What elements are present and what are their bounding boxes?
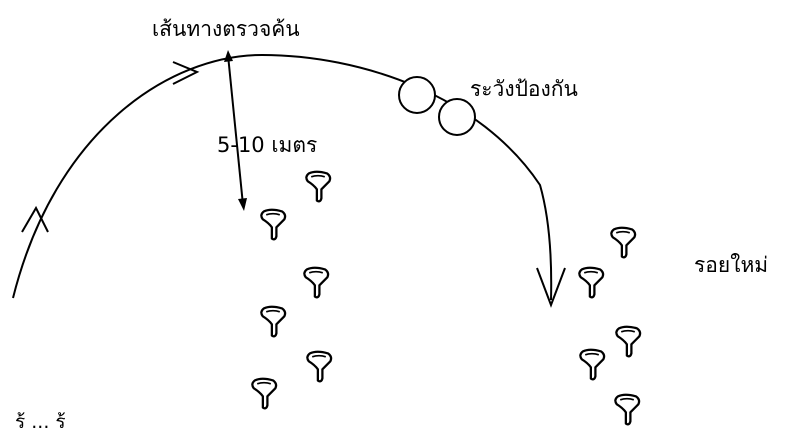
- footprint-icon: [303, 266, 330, 299]
- guard-label: ระวังป้องกัน: [470, 77, 578, 101]
- direction-arrow-icon: [21, 205, 49, 233]
- footprint-icon: [260, 208, 287, 241]
- new-tracks-label: รอยใหม่: [694, 253, 768, 277]
- footprint-icon: [579, 348, 606, 381]
- footprint-icon: [251, 377, 278, 410]
- guard-circle-icon: [398, 76, 436, 114]
- footprint-icon: [614, 393, 641, 426]
- footprint-icon: [578, 266, 605, 299]
- distance-arrow: [224, 50, 247, 211]
- footprint-icon: [615, 325, 642, 358]
- route-arc: [12, 53, 553, 301]
- direction-arrow-icon: [536, 267, 566, 308]
- footprint-icon: [306, 350, 333, 383]
- footprint-icon: [305, 170, 332, 203]
- guard-circle-icon: [438, 98, 476, 136]
- footprint-icon: [610, 226, 637, 259]
- route-label: เส้นทางตรวจค้น: [152, 17, 300, 41]
- direction-arrow-icon: [172, 61, 200, 85]
- bottom-left-label: ร้ ... ร้: [15, 411, 66, 430]
- distance-label: 5-10 เมตร: [217, 133, 317, 157]
- footprint-icon: [260, 305, 287, 338]
